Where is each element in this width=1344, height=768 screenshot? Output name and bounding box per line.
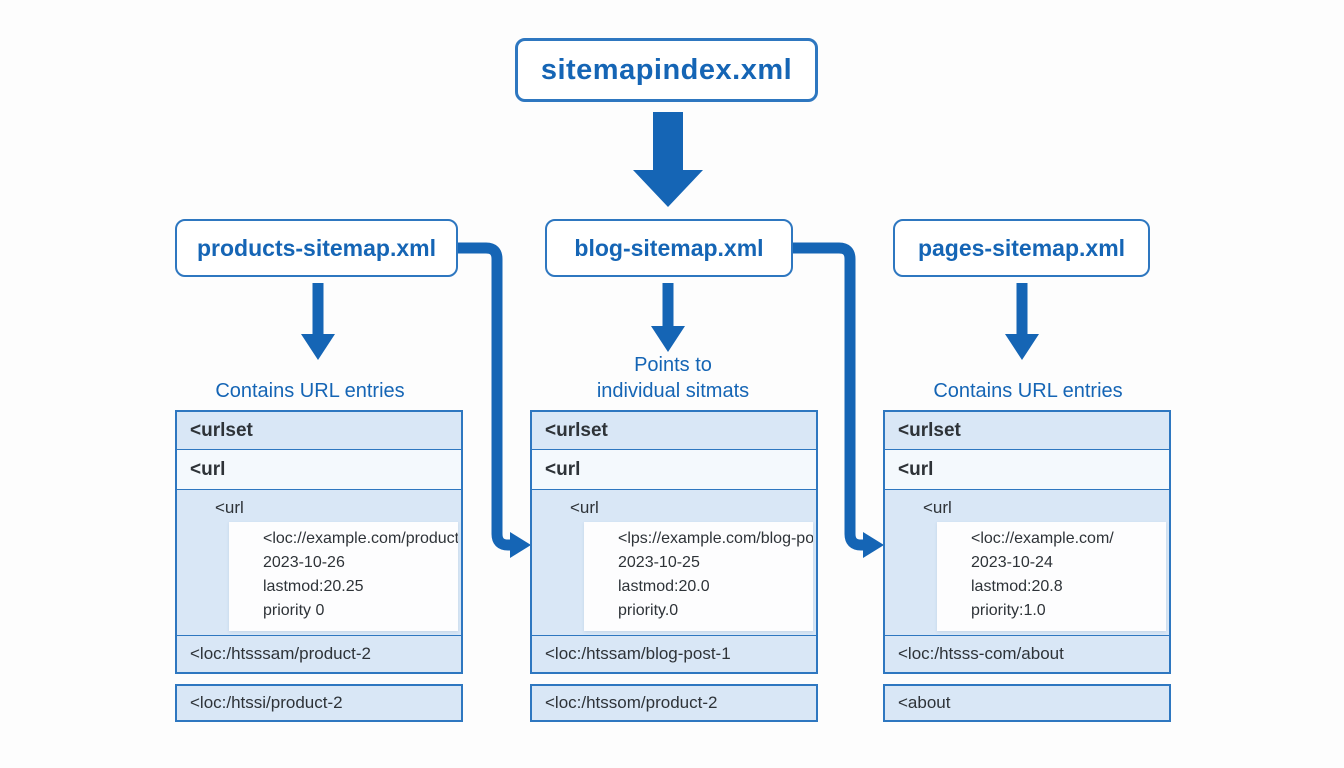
date-line: 2023-10-25 [618, 554, 700, 571]
elbow-arrowhead-pages-code-icon [863, 532, 884, 558]
down-arrow-pages-icon [1005, 283, 1039, 360]
down-arrow-products-icon [301, 283, 335, 360]
priority-line: priority 0 [263, 602, 325, 619]
url-entry-details: <lps://example.com/blog-post-1 2023-10-2… [584, 522, 813, 631]
loc-line: <loc://example.com/product-1 [263, 530, 458, 547]
loc-row: <loc:/htssam/blog-post-1 [532, 636, 816, 672]
root-node-label: sitemapindex.xml [540, 53, 793, 86]
urlset-row: <urlset [885, 412, 1169, 450]
node-blog-label: blog-sitemap.xml [574, 234, 764, 261]
detached-loc-row-products: <loc:/htssi/product-2 [175, 684, 463, 722]
url-row: <url [532, 450, 816, 490]
url-row: <url [177, 450, 461, 490]
node-products-label: products-sitemap.xml [197, 234, 436, 261]
date-line: 2023-10-26 [263, 554, 345, 571]
nested-url-tag: <url [923, 498, 952, 517]
caption-blog-line1: Points to [634, 354, 712, 376]
url-entry-section: <url <loc://example.com/ 2023-10-24 last… [885, 490, 1169, 636]
root-node-sitemapindex: sitemapindex.xml [515, 38, 818, 102]
url-entry-details: <loc://example.com/product-1 2023-10-26 … [229, 522, 458, 631]
detached-loc-row-pages: <about [883, 684, 1171, 722]
caption-blog: Points to individual sitmats [523, 352, 823, 404]
caption-pages: Contains URL entries [878, 378, 1178, 404]
node-pages-label: pages-sitemap.xml [917, 234, 1126, 261]
elbow-arrowhead-blog-code-icon [510, 532, 531, 558]
caption-pages-line1: Contains URL entries [933, 380, 1123, 402]
code-stack-pages: <urlset <url <url <loc://example.com/ 20… [883, 410, 1171, 674]
loc-row: <loc:/htsss-com/about [885, 636, 1169, 672]
url-row: <url [885, 450, 1169, 490]
date-line: 2023-10-24 [971, 554, 1053, 571]
down-arrow-blog-icon [651, 283, 685, 352]
lastmod-line: lastmod:20.8 [971, 578, 1063, 595]
node-products-sitemap: products-sitemap.xml [175, 219, 458, 277]
down-arrow-root-icon [633, 112, 703, 207]
url-entry-section: <url <lps://example.com/blog-post-1 2023… [532, 490, 816, 636]
caption-products: Contains URL entries [160, 378, 460, 404]
priority-line: priority:1.0 [971, 602, 1046, 619]
url-entry-details: <loc://example.com/ 2023-10-24 lastmod:2… [937, 522, 1166, 631]
elbow-connector-products-to-blog-code [458, 242, 510, 551]
code-stack-blog: <urlset <url <url <lps://example.com/blo… [530, 410, 818, 674]
node-pages-sitemap: pages-sitemap.xml [893, 219, 1150, 277]
urlset-row: <urlset [532, 412, 816, 450]
nested-url-tag: <url [570, 498, 599, 517]
node-blog-sitemap: blog-sitemap.xml [545, 219, 793, 277]
urlset-row: <urlset [177, 412, 461, 450]
loc-line: <lps://example.com/blog-post-1 [618, 530, 813, 547]
url-entry-section: <url <loc://example.com/product-1 2023-1… [177, 490, 461, 636]
nested-url-tag: <url [215, 498, 244, 517]
loc-line: <loc://example.com/ [971, 530, 1114, 547]
caption-blog-line2: individual sitmats [596, 380, 750, 402]
lastmod-line: lastmod:20.25 [263, 578, 364, 595]
caption-products-line1: Contains URL entries [215, 380, 405, 402]
loc-row: <loc:/htsssam/product-2 [177, 636, 461, 672]
priority-line: priority.0 [618, 602, 679, 619]
detached-loc-row-blog: <loc:/htssom/product-2 [530, 684, 818, 722]
lastmod-line: lastmod:20.0 [618, 578, 710, 595]
code-stack-products: <urlset <url <url <loc://example.com/pro… [175, 410, 463, 674]
